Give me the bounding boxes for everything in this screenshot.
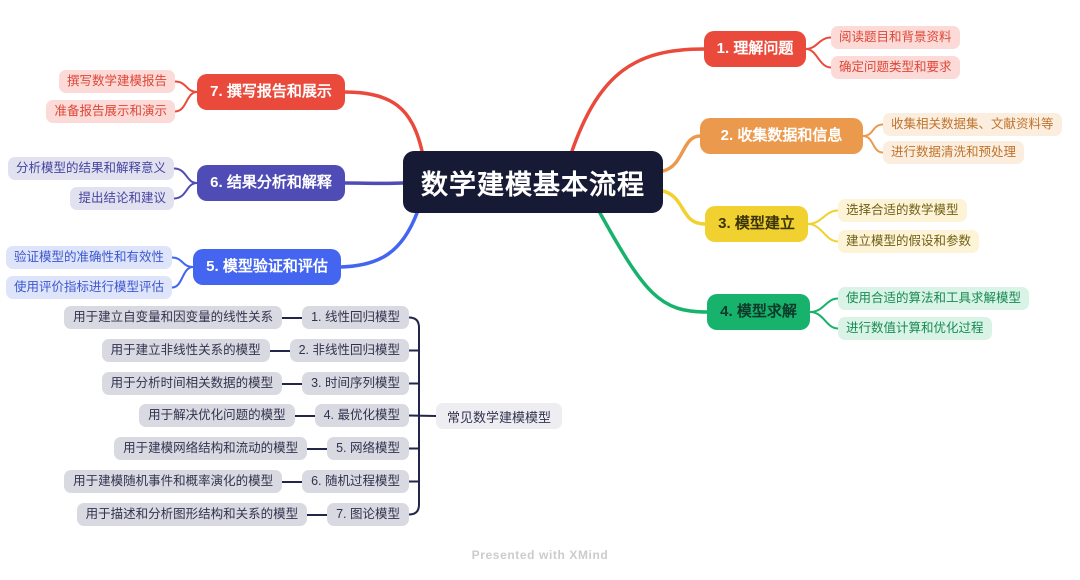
model-link-2	[269, 349, 290, 352]
link-branch5-sub1	[171, 256, 194, 268]
model-desc-5[interactable]: 用于建模网络结构和流动的模型	[114, 437, 308, 460]
model-row-7: 用于描述和分析图形结构和关系的模型 7. 图论模型	[76, 503, 409, 526]
model-row-4: 用于解决优化问题的模型 4. 最优化模型	[139, 404, 409, 427]
model-topic-1[interactable]: 1. 线性回归模型	[302, 306, 409, 329]
model-row-3: 用于分析时间相关数据的模型 3. 时间序列模型	[101, 372, 409, 395]
link-branch4-sub2	[809, 311, 839, 330]
model-desc-1[interactable]: 用于建立自变量和因变量的线性关系	[64, 306, 283, 329]
branch-topic-2[interactable]: 2. 收集数据和信息	[700, 118, 863, 154]
link-branch4-sub1	[809, 297, 839, 313]
link-branch6-sub1	[173, 167, 198, 184]
link-central-to-branch1	[570, 47, 706, 153]
link-branch2-sub1	[862, 123, 884, 137]
model-row-2: 用于建立非线性关系的模型 2. 非线性回归模型	[101, 339, 409, 362]
model-desc-2[interactable]: 用于建立非线性关系的模型	[101, 339, 270, 362]
model-link-4	[294, 414, 315, 417]
branch-topic-6[interactable]: 6. 结果分析和解释	[197, 165, 345, 201]
subtopic-4-2[interactable]: 进行数值计算和优化过程	[838, 317, 992, 340]
subtopic-5-1[interactable]: 验证模型的准确性和有效性	[5, 246, 172, 269]
link-central-to-branch4	[598, 211, 709, 314]
link-branch6-sub2	[173, 182, 198, 200]
branch-topic-7[interactable]: 7. 撰写报告和展示	[197, 74, 345, 110]
branch-topic-4[interactable]: 4. 模型求解	[707, 294, 810, 330]
subtopic-2-2[interactable]: 进行数据清洗和预处理	[883, 141, 1025, 164]
branch-topic-3[interactable]: 3. 模型建立	[705, 206, 808, 242]
model-topic-5[interactable]: 5. 网络模型	[327, 437, 409, 460]
branch-topic-5[interactable]: 5. 模型验证和评估	[193, 249, 341, 285]
model-row-1: 用于建立自变量和因变量的线性关系 1. 线性回归模型	[64, 306, 409, 329]
link-branch5-sub2	[171, 266, 194, 289]
branch-topic-1[interactable]: 1. 理解问题	[704, 31, 806, 67]
model-topic-7[interactable]: 7. 图论模型	[327, 503, 409, 526]
link-central-to-branch3	[661, 189, 707, 226]
link-branch3-sub2	[807, 223, 839, 243]
watermark: Presented with XMind	[471, 548, 609, 562]
link-central-to-branch2	[661, 134, 702, 173]
model-link-7	[307, 513, 328, 516]
model-desc-4[interactable]: 用于解决优化问题的模型	[139, 404, 295, 427]
link-branch7-sub2	[174, 91, 198, 113]
models-parent-topic[interactable]: 常见数学建模模型	[436, 403, 563, 429]
subtopic-4-1[interactable]: 使用合适的算法和工具求解模型	[838, 287, 1030, 310]
subtopic-7-2[interactable]: 准备报告展示和演示	[46, 100, 175, 123]
link-branch3-sub1	[807, 209, 839, 225]
model-link-6	[282, 480, 303, 483]
subtopic-6-2[interactable]: 提出结论和建议	[70, 187, 174, 210]
model-topic-4[interactable]: 4. 最优化模型	[314, 404, 409, 427]
link-branch7-sub1	[174, 80, 198, 93]
subtopic-6-1[interactable]: 分析模型的结果和解释意义	[7, 157, 174, 180]
link-branch1-sub2	[805, 48, 832, 69]
subtopic-3-1[interactable]: 选择合适的数学模型	[838, 199, 967, 222]
model-topic-3[interactable]: 3. 时间序列模型	[302, 372, 409, 395]
subtopic-1-1[interactable]: 阅读题目和背景资料	[831, 26, 960, 49]
models-bracket-spine	[408, 316, 420, 516]
models-bracket-stub4	[408, 414, 437, 417]
model-topic-6[interactable]: 6. 随机过程模型	[302, 470, 409, 493]
central-topic[interactable]: 数学建模基本流程	[403, 151, 663, 213]
model-link-3	[282, 382, 303, 385]
link-branch1-sub1	[805, 36, 832, 50]
model-desc-7[interactable]: 用于描述和分析图形结构和关系的模型	[76, 503, 308, 526]
model-link-1	[282, 316, 303, 319]
subtopic-3-2[interactable]: 建立模型的假设和参数	[838, 230, 980, 253]
subtopic-7-1[interactable]: 撰写数学建模报告	[58, 70, 175, 93]
model-desc-3[interactable]: 用于分析时间相关数据的模型	[101, 372, 283, 395]
model-row-6: 用于建模随机事件和概率演化的模型 6. 随机过程模型	[64, 470, 409, 493]
link-branch2-sub2	[862, 135, 884, 154]
model-row-5: 用于建模网络结构和流动的模型 5. 网络模型	[114, 437, 409, 460]
model-topic-2[interactable]: 2. 非线性回归模型	[289, 339, 409, 362]
link-central-to-branch5	[338, 211, 419, 269]
subtopic-2-1[interactable]: 收集相关数据集、文献资料等	[883, 113, 1062, 136]
subtopic-1-2[interactable]: 确定问题类型和要求	[831, 56, 960, 79]
subtopic-5-2[interactable]: 使用评价指标进行模型评估	[5, 276, 172, 299]
model-desc-6[interactable]: 用于建模随机事件和概率演化的模型	[64, 470, 283, 493]
link-central-to-branch7	[342, 90, 424, 153]
model-link-5	[307, 447, 328, 450]
